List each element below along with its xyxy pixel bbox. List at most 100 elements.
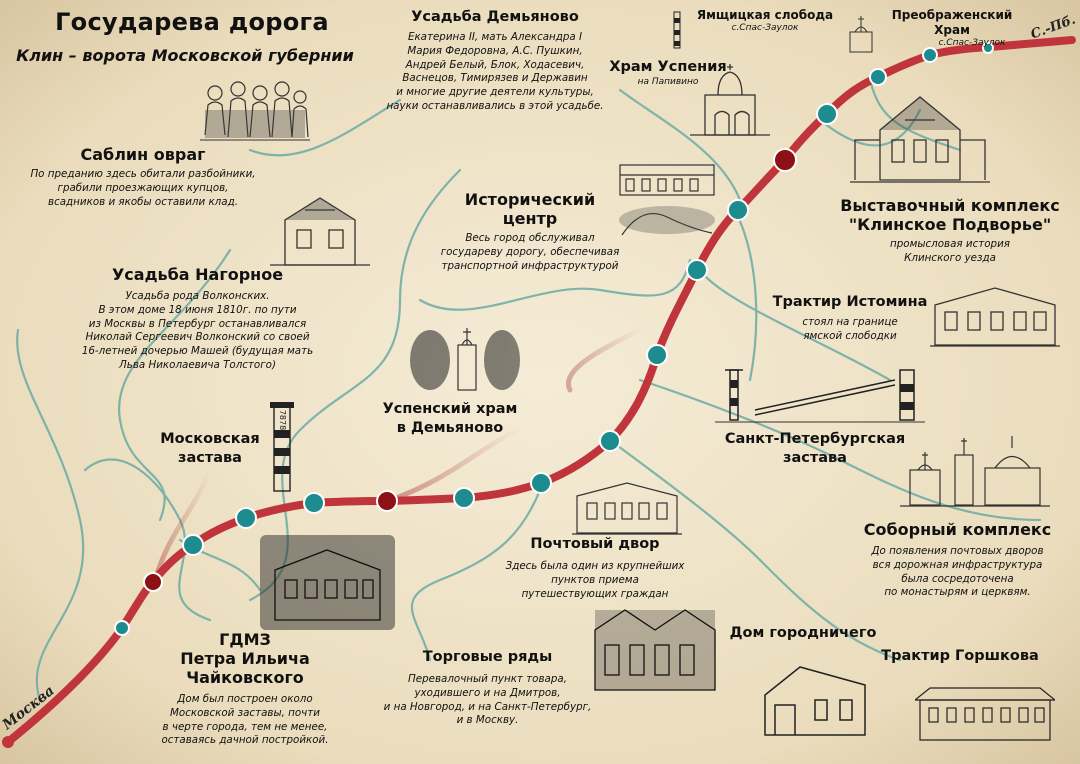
place-moscow-gate[interactable]: Московская застава xyxy=(150,430,270,468)
place-desc-line: вся дорожная инфраструктура xyxy=(872,558,1043,571)
place-title: в Демьяново xyxy=(396,420,504,436)
stop-1[interactable] xyxy=(114,620,130,636)
place-title: Почтовый двор xyxy=(530,536,660,552)
place-title: Усадьба Демьяново xyxy=(411,9,579,25)
place-desc-line: Дом был построен около xyxy=(177,693,313,705)
stop-moscow-gate[interactable] xyxy=(143,572,163,592)
stop-8[interactable] xyxy=(646,344,668,366)
stop-4[interactable] xyxy=(303,492,325,514)
place-desc-line: государеву дорогу, обеспечивая xyxy=(440,245,620,258)
gate-post-label: 7878 xyxy=(278,410,287,430)
place-title: "Клинское Подворье" xyxy=(848,215,1052,234)
place-desc-line: Мария Федоровна, А.С. Пушкин, xyxy=(407,44,583,57)
place-desc-line: всадников и якобы оставили клад. xyxy=(48,195,238,208)
stop-11[interactable] xyxy=(816,103,838,125)
place-desc-line: грабили проезжающих купцов, xyxy=(57,181,229,194)
place-desc-line: уходившего и на Дмитров, xyxy=(414,686,561,699)
map-title: Государева дорога xyxy=(55,8,329,36)
yamskaya-post-icon xyxy=(673,11,681,49)
place-desc-line: Льва Николаевича Толстого) xyxy=(119,358,276,371)
gorodnichy-house-sketch xyxy=(764,666,866,736)
place-sobor[interactable]: Соборный комплекс До появления почтовых … xyxy=(840,520,1075,600)
place-desc-line: Андрей Белый, Блок, Ходасевич, xyxy=(405,58,585,71)
place-nagornoe[interactable]: Усадьба Нагорное Усадьба рода Волконских… xyxy=(55,265,340,373)
place-desc-line: В этом доме 18 июня 1810г. по пути xyxy=(98,303,297,316)
place-desc-line: Весь город обслуживал xyxy=(465,232,595,244)
place-title: Московская xyxy=(160,431,260,447)
map-subtitle: Клин – ворота Московской губернии xyxy=(16,46,354,65)
people-sketch xyxy=(200,81,310,141)
place-preobrazhensky[interactable]: Преображенский Храм с.Спас-Заулок xyxy=(872,8,1032,49)
place-desc-line: и многие другие деятели культуры, xyxy=(396,86,594,99)
place-gorshkov[interactable]: Трактир Горшкова xyxy=(880,647,1040,666)
place-desc-line: и в Москву. xyxy=(456,714,519,727)
post-office-sketch xyxy=(572,482,682,535)
place-gorodnichy[interactable]: Дом городничего xyxy=(728,624,878,643)
stop-9[interactable] xyxy=(686,259,708,281)
stop-center[interactable] xyxy=(376,490,398,512)
stop-6[interactable] xyxy=(530,472,552,494)
place-trade-rows[interactable]: Торговые ряды Перевалочный пункт товара,… xyxy=(375,648,600,728)
place-title: ГДМЗ xyxy=(219,630,271,649)
preobrazhensky-church-icon xyxy=(849,16,873,53)
istomin-tavern-sketch xyxy=(930,287,1060,347)
place-desc-line: Николай Сергеевич Волконский со своей xyxy=(85,331,310,344)
place-desc-line: Здесь была один из крупнейших xyxy=(505,560,685,572)
place-title: застава xyxy=(783,450,847,466)
place-title: Преображенский Храм xyxy=(891,8,1013,37)
place-yamskaya[interactable]: Ямщицкая слобода с.Спас-Заулок xyxy=(690,8,840,34)
stop-2[interactable] xyxy=(182,534,204,556)
stop-14[interactable] xyxy=(982,42,994,54)
place-title: Торговые ряды xyxy=(422,649,553,665)
place-desc-line: Усадьба рода Волконских. xyxy=(125,290,270,302)
place-desc-line: Московской заставы, почти xyxy=(170,706,320,719)
nagornoe-church-sketch xyxy=(410,328,520,391)
place-subtitle: с.Спас-Заулок xyxy=(731,23,799,33)
stop-13[interactable] xyxy=(922,47,938,63)
place-spb-gate[interactable]: Санкт-Петербургская застава xyxy=(705,430,925,468)
place-title: Выставочный комплекс xyxy=(840,196,1060,215)
stop-10[interactable] xyxy=(727,199,749,221)
place-desc-line: ямской слободки xyxy=(803,329,897,342)
place-desc-line: Клинского уезда xyxy=(904,251,996,264)
place-historic-center[interactable]: Исторический центр Весь город обслуживал… xyxy=(420,190,640,273)
place-title: Ямщицкая слобода xyxy=(696,8,834,22)
place-istomin[interactable]: Трактир Истомина стоял на границе ямской… xyxy=(770,293,930,344)
place-title: Усадьба Нагорное xyxy=(111,265,284,284)
route-ends xyxy=(2,736,14,748)
place-subtitle: на Папивино xyxy=(637,77,699,87)
place-desc-line: оставаясь дачной постройкой. xyxy=(161,734,329,747)
moscow-gate-post-sketch: 7878 xyxy=(270,402,294,492)
place-desc-line: стоял на границе xyxy=(802,316,898,328)
place-podvorie[interactable]: Выставочный комплекс "Клинское Подворье"… xyxy=(835,196,1065,266)
trade-rows-sketch xyxy=(594,609,716,691)
faded-branch-lines xyxy=(152,327,643,583)
place-title: центр xyxy=(502,209,558,228)
place-post[interactable]: Почтовый двор Здесь была один из крупней… xyxy=(500,535,690,601)
place-subtitle: с.Спас-Заулок xyxy=(938,38,1006,48)
place-desc-line: была сосредоточена xyxy=(901,572,1014,585)
stop-7[interactable] xyxy=(599,430,621,452)
place-uspeniya[interactable]: Храм Успения на Папивино xyxy=(608,58,728,88)
place-desc-line: пунктов приема xyxy=(551,573,639,586)
place-title: Трактир Горшкова xyxy=(881,648,1039,664)
historic-center-sketch xyxy=(619,164,715,236)
place-title: Храм Успения xyxy=(609,59,727,75)
place-uspensky-demyanovo[interactable]: Успенский храм в Демьяново xyxy=(370,400,530,438)
place-sablin[interactable]: Саблин овраг По преданию здесь обитали р… xyxy=(12,145,274,209)
place-desc-line: Васнецов, Тимирязев и Державин xyxy=(402,72,588,85)
place-gdmmz[interactable]: ГДМЗ Петра Ильича Чайковского Дом был по… xyxy=(120,630,370,748)
stop-spb-gate[interactable] xyxy=(773,148,797,172)
place-desc-line: науки останавливались в этой усадьбе. xyxy=(386,99,604,112)
uspeniya-church-sketch xyxy=(690,64,770,136)
place-title: Успенский храм xyxy=(382,401,518,417)
spb-gate-sketch xyxy=(715,369,925,423)
stop-12[interactable] xyxy=(869,68,887,86)
stop-5[interactable] xyxy=(453,487,475,509)
stop-3[interactable] xyxy=(235,507,257,529)
place-desc-line: путешествующих граждан xyxy=(521,587,669,600)
place-desc-line: по монастырям и церквям. xyxy=(884,586,1031,599)
place-desc-line: По преданию здесь обитали разбойники, xyxy=(30,168,256,180)
place-desc-line: в черте города, тем не менее, xyxy=(162,720,328,733)
place-demyanovo-estate[interactable]: Усадьба Демьяново Екатерина II, мать Але… xyxy=(360,8,630,114)
